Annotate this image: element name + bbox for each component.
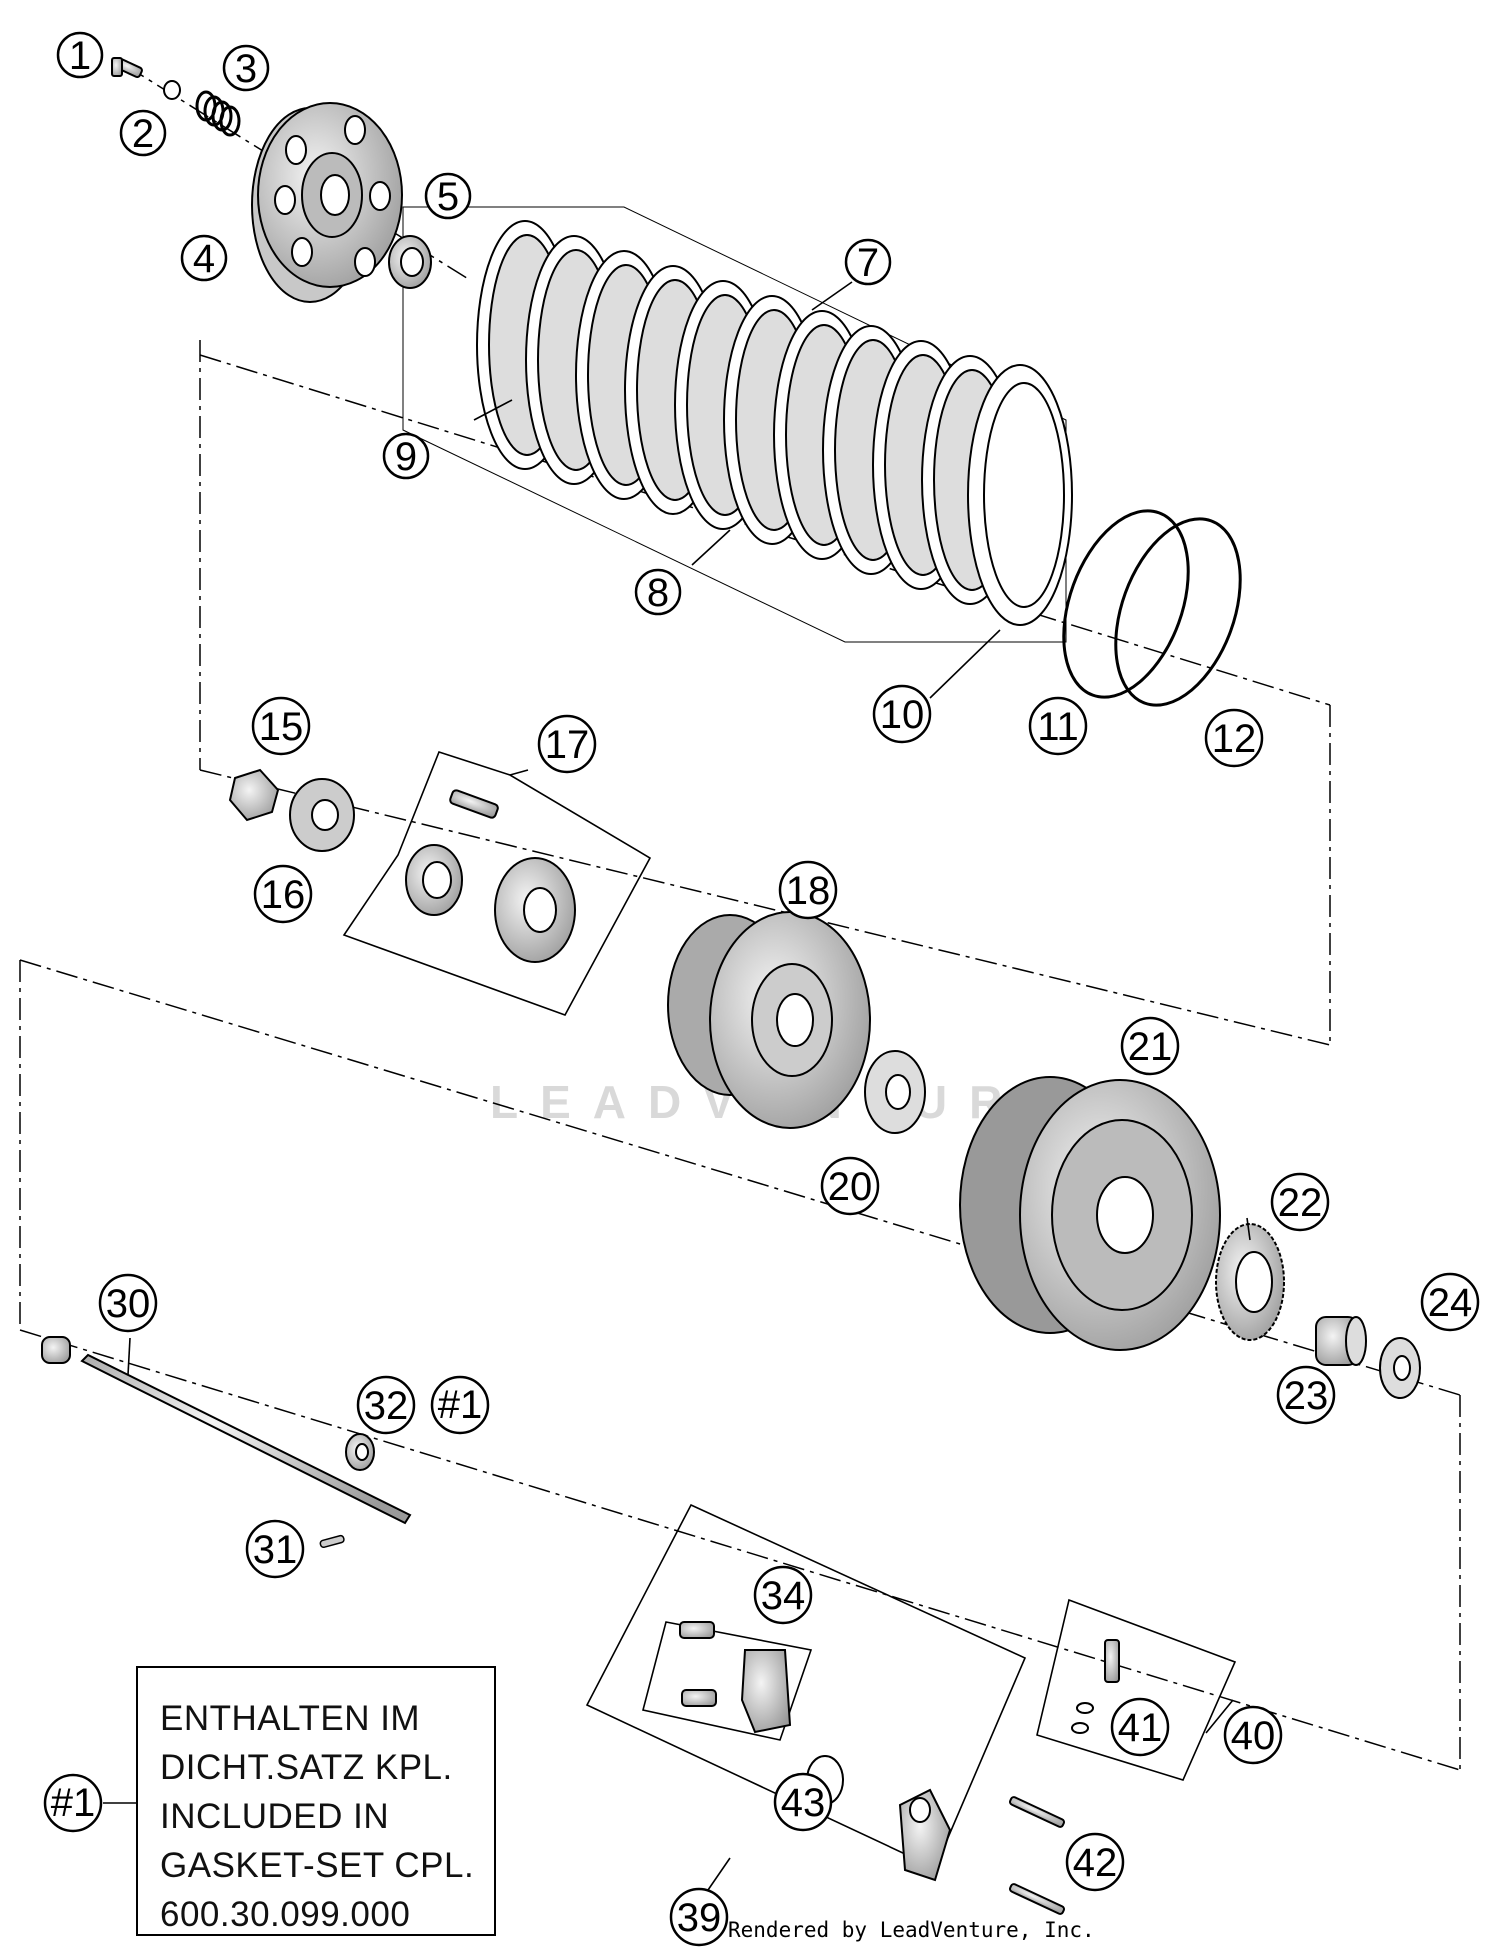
callout-17: 17 xyxy=(537,714,597,774)
part-39-slave-cylinder xyxy=(898,1788,952,1882)
gasket-set-note: ENTHALTEN IM DICHT.SATZ KPL. INCLUDED IN… xyxy=(136,1666,496,1936)
callout-30-label: 30 xyxy=(106,1282,151,1326)
callout-11: 11 xyxy=(1028,696,1088,756)
part-3-spring xyxy=(195,90,241,137)
part-24-washer xyxy=(1379,1337,1421,1399)
part-22-gear xyxy=(1215,1223,1285,1341)
callout-22-label: 22 xyxy=(1278,1181,1323,1225)
part-16-lock-washer xyxy=(289,778,355,852)
callout-9: 9 xyxy=(382,432,430,480)
callout-12-label: 12 xyxy=(1212,717,1257,761)
callout-1-label: 1 xyxy=(69,34,91,78)
callout-32: 32 xyxy=(356,1375,416,1435)
part-17-hub-components xyxy=(405,789,576,963)
callout-5-label: 5 xyxy=(437,175,459,219)
callout-4-label: 4 xyxy=(193,237,215,281)
callout-8: 8 xyxy=(634,568,682,616)
part-41-bleeder-screw xyxy=(1071,1639,1120,1734)
callout-31: 31 xyxy=(245,1519,305,1579)
leader-lines xyxy=(103,281,1251,1891)
callout-41-label: 41 xyxy=(1118,1706,1163,1750)
part-21-outer-basket xyxy=(959,1076,1221,1351)
part-15-nut xyxy=(228,768,280,822)
callout-42: 42 xyxy=(1065,1832,1125,1892)
callout-4: 4 xyxy=(180,234,228,282)
callout-2: 2 xyxy=(119,109,167,157)
note-line-4: GASKET-SET CPL. xyxy=(160,1846,475,1885)
callout-15-label: 15 xyxy=(259,705,304,749)
callout-1: 1 xyxy=(56,31,104,79)
part-11-12-wire-rings xyxy=(1062,509,1242,707)
callout-39: 39 xyxy=(669,1887,729,1947)
callout-31-label: 31 xyxy=(253,1528,298,1572)
callout-ref-1-label: #1 xyxy=(438,1383,483,1427)
callout-3: 3 xyxy=(222,44,270,92)
callout-24: 24 xyxy=(1420,1272,1480,1332)
callout-43: 43 xyxy=(773,1772,833,1832)
callout-43-label: 43 xyxy=(781,1781,826,1825)
callout-20-label: 20 xyxy=(828,1165,873,1209)
render-credit: Rendered by LeadVenture, Inc. xyxy=(728,1918,1095,1942)
part-20-thrust-washer xyxy=(864,1050,926,1134)
callout-8-label: 8 xyxy=(647,571,669,615)
part-2-washer xyxy=(163,80,181,100)
callout-ref-1-note-label: #1 xyxy=(51,1781,96,1825)
callout-5: 5 xyxy=(424,172,472,220)
part-4-pressure-plate xyxy=(251,102,403,303)
part-42-screws xyxy=(1009,1796,1065,1915)
callout-18: 18 xyxy=(778,860,838,920)
callout-23-label: 23 xyxy=(1284,1374,1329,1418)
callout-18-label: 18 xyxy=(786,869,831,913)
callout-21-label: 21 xyxy=(1128,1025,1173,1069)
callout-21: 21 xyxy=(1120,1016,1180,1076)
callout-22: 22 xyxy=(1270,1172,1330,1232)
note-line-1: ENTHALTEN IM xyxy=(160,1699,421,1738)
part-34-cover xyxy=(679,1621,792,1734)
callout-15: 15 xyxy=(251,696,311,756)
note-line-3: INCLUDED IN xyxy=(160,1797,390,1836)
part-5-bearing xyxy=(388,235,432,289)
callout-41: 41 xyxy=(1110,1697,1170,1757)
part-1-bolt xyxy=(111,57,143,79)
callout-40: 40 xyxy=(1223,1705,1283,1765)
callout-3-label: 3 xyxy=(235,47,257,91)
callout-9-label: 9 xyxy=(395,435,417,479)
callout-32-label: 32 xyxy=(364,1384,409,1428)
callout-23: 23 xyxy=(1276,1365,1336,1425)
callout-17-label: 17 xyxy=(545,723,590,767)
callouts: 1 2 3 4 5 7 8 9 10 11 12 15 16 17 18 20 … xyxy=(43,31,1480,1947)
part-32-shaft-seal xyxy=(345,1433,375,1471)
callout-ref-1-gasket-set: #1 xyxy=(430,1375,490,1435)
callout-34: 34 xyxy=(753,1565,813,1625)
callout-42-label: 42 xyxy=(1073,1841,1118,1885)
callout-30: 30 xyxy=(98,1273,158,1333)
callout-20: 20 xyxy=(820,1156,880,1216)
part-18-inner-hub xyxy=(667,911,871,1129)
part-7-8-clutch-disc-stack xyxy=(476,220,1073,626)
part-31-pin xyxy=(319,1534,345,1549)
callout-34-label: 34 xyxy=(761,1574,806,1618)
note-line-2: DICHT.SATZ KPL. xyxy=(160,1748,453,1787)
callout-7-label: 7 xyxy=(857,241,879,285)
callout-10-label: 10 xyxy=(880,693,925,737)
callout-16-label: 16 xyxy=(261,873,306,917)
callout-12: 12 xyxy=(1204,708,1264,768)
callout-ref-1-note: #1 xyxy=(43,1773,103,1833)
callout-10: 10 xyxy=(872,684,932,744)
callout-7: 7 xyxy=(844,238,892,286)
callout-16: 16 xyxy=(253,864,313,924)
part-30-push-rod xyxy=(41,1336,412,1525)
note-line-5: 600.30.099.000 xyxy=(160,1895,411,1934)
callout-39-label: 39 xyxy=(677,1896,722,1940)
part-23-needle-bearing xyxy=(1315,1316,1367,1366)
callout-40-label: 40 xyxy=(1231,1714,1276,1758)
callout-11-label: 11 xyxy=(1037,705,1079,749)
callout-24-label: 24 xyxy=(1428,1281,1473,1325)
callout-2-label: 2 xyxy=(132,112,154,156)
